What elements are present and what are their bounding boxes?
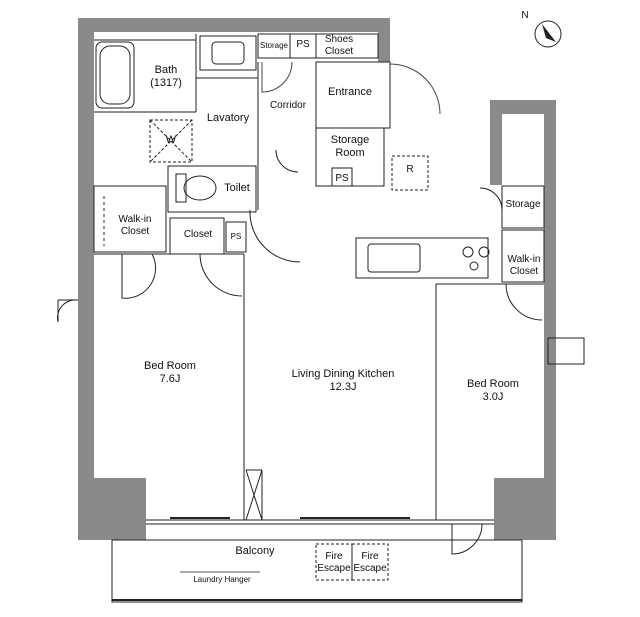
- bedroom-right-label: Bed Room 3.0J: [450, 378, 536, 404]
- fire-escape-1-line1: Fire: [325, 551, 343, 562]
- bathtub: [95, 41, 135, 109]
- bath-name: Bath: [154, 64, 178, 76]
- ldk-name: Living Dining Kitchen: [291, 368, 395, 380]
- bedroom-left-name: Bed Room: [144, 360, 196, 372]
- walkin-left-line2: Closet: [120, 226, 150, 237]
- ps-top-label: PS: [296, 39, 310, 50]
- compass-label: N: [521, 10, 529, 21]
- balcony-label: Balcony: [235, 545, 275, 557]
- lavatory-label: Lavatory: [206, 112, 250, 124]
- bath-label: Bath (1317): [140, 64, 192, 90]
- storage-right-label: Storage: [505, 199, 541, 210]
- storage-room-line2: Room: [335, 147, 365, 160]
- shoes-closet-line1: Shoes: [324, 34, 354, 45]
- fire-escape-2-line1: Fire: [361, 551, 379, 562]
- walkin-left-line1: Walk-in: [118, 214, 152, 225]
- walkin-right-line2: Closet: [509, 266, 539, 277]
- shoes-closet-line2: Closet: [324, 46, 354, 57]
- storage-room-line1: Storage: [330, 134, 370, 146]
- toilet-label: Toilet: [224, 182, 250, 194]
- kitchen-counter: [355, 237, 489, 279]
- ps-left-label: PS: [230, 232, 242, 241]
- balcony-area: [111, 539, 523, 603]
- ldk-label: Living Dining Kitchen 12.3J: [270, 368, 416, 394]
- fire-escape-1-label: Fire Escape: [314, 551, 354, 575]
- fire-escape-1-line2: Escape: [317, 563, 351, 574]
- washer-label: W: [165, 134, 177, 146]
- bedroom-left-label: Bed Room 7.6J: [120, 360, 220, 386]
- fire-escape-2-label: Fire Escape: [350, 551, 390, 575]
- fridge-label: R: [406, 164, 414, 175]
- ps-mid-label: PS: [335, 173, 349, 184]
- washer-space: [149, 119, 193, 163]
- bedroom-left-size: 7.6J: [159, 373, 181, 386]
- laundry-label: Laundry Hanger: [193, 575, 251, 584]
- fridge-space: [391, 155, 429, 191]
- walkin-right-label: Walk-in Closet: [502, 254, 546, 278]
- lavatory-sink: [199, 35, 257, 71]
- bedroom-right-name: Bed Room: [467, 378, 519, 390]
- toilet-bowl: [183, 175, 217, 201]
- corridor-label: Corridor: [269, 100, 307, 111]
- closet-label: Closet: [183, 229, 213, 240]
- ldk-size: 12.3J: [329, 381, 357, 394]
- walkin-left-label: Walk-in Closet: [106, 214, 164, 238]
- walkin-right-line1: Walk-in: [507, 254, 541, 265]
- storage-room-label: Storage Room: [316, 134, 384, 160]
- compass-rose: [534, 20, 562, 48]
- storage-small-label: Storage: [259, 41, 289, 50]
- entrance-label: Entrance: [327, 86, 373, 98]
- shoes-closet-label: Shoes Closet: [316, 34, 362, 58]
- fire-escape-2-line2: Escape: [353, 563, 387, 574]
- exterior-walls: [78, 18, 556, 540]
- bedroom-right-size: 3.0J: [482, 391, 504, 404]
- bath-size: (1317): [150, 77, 182, 90]
